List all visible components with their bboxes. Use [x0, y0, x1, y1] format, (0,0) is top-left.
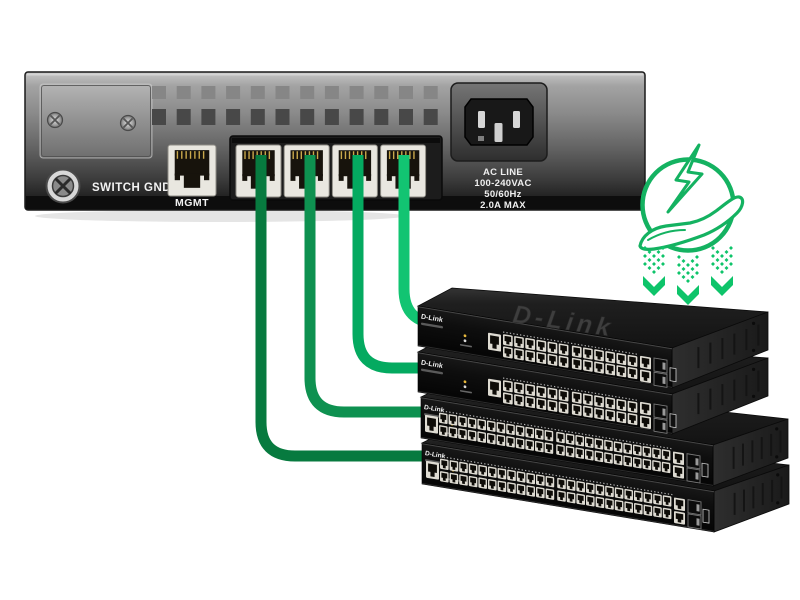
switch-1: D-Link [416, 287, 769, 389]
lightning-bolt-icon [666, 143, 704, 214]
switch-front-face: D-Link [420, 396, 714, 487]
front-brand-logo: D-Link [421, 360, 444, 371]
ac-inlet [450, 82, 548, 162]
energy-saving-icon [638, 143, 745, 305]
stack-id-module [702, 508, 710, 524]
open-hand-icon [638, 195, 745, 251]
port-grid [439, 412, 671, 474]
panel-shadow [35, 210, 405, 222]
port-grid [503, 380, 638, 426]
svg-text:2.0A MAX: 2.0A MAX [480, 200, 526, 211]
switch-side [671, 311, 769, 389]
stack-id-module [669, 413, 677, 429]
stack-id-module [669, 367, 677, 383]
switch-front-face: D-Link [421, 442, 715, 533]
front-brand-logo: D-Link [421, 314, 444, 325]
vent-grid [152, 86, 438, 125]
eco-arrow [677, 285, 699, 305]
cable-group [255, 155, 439, 462]
svg-text:50/60Hz: 50/60Hz [484, 189, 521, 200]
model-text-smudge [421, 322, 443, 329]
eco-arrow [711, 276, 733, 296]
cable-port3-to-switch2 [352, 155, 430, 374]
switch-side [712, 418, 789, 487]
c14-socket [464, 98, 534, 146]
blank-plate [39, 83, 153, 159]
rear-panel: SWITCH GND MGMT AC LINE 100-240VAC 50/60… [24, 71, 646, 222]
eco-arrow [643, 276, 665, 296]
svg-text:AC LINE: AC LINE [483, 167, 523, 178]
cable-port2-to-switch3 [304, 155, 434, 418]
ground-screw [45, 168, 81, 204]
front-brand-logo: D-Link [424, 404, 445, 414]
front-brand-logo: D-Link [425, 450, 446, 460]
svg-text:100-240VAC: 100-240VAC [474, 178, 531, 189]
mgmt-label: MGMT [175, 197, 209, 209]
port-grid [440, 458, 672, 520]
stack-id-module [701, 462, 709, 478]
ground-label: SWITCH GND [92, 182, 171, 194]
switch-front-face: D-Link [417, 351, 677, 435]
ac-label: AC LINE 100-240VAC 50/60Hz 2.0A MAX [474, 167, 531, 211]
port-grid [503, 334, 638, 380]
cable-port1-to-switch4 [255, 155, 436, 462]
mgmt-port [167, 144, 217, 197]
switch-side [713, 464, 790, 533]
eco-arrows [643, 246, 733, 305]
model-text-smudge [421, 368, 443, 375]
switch-side [671, 357, 769, 435]
switch-front-face: D-Link [417, 305, 677, 389]
